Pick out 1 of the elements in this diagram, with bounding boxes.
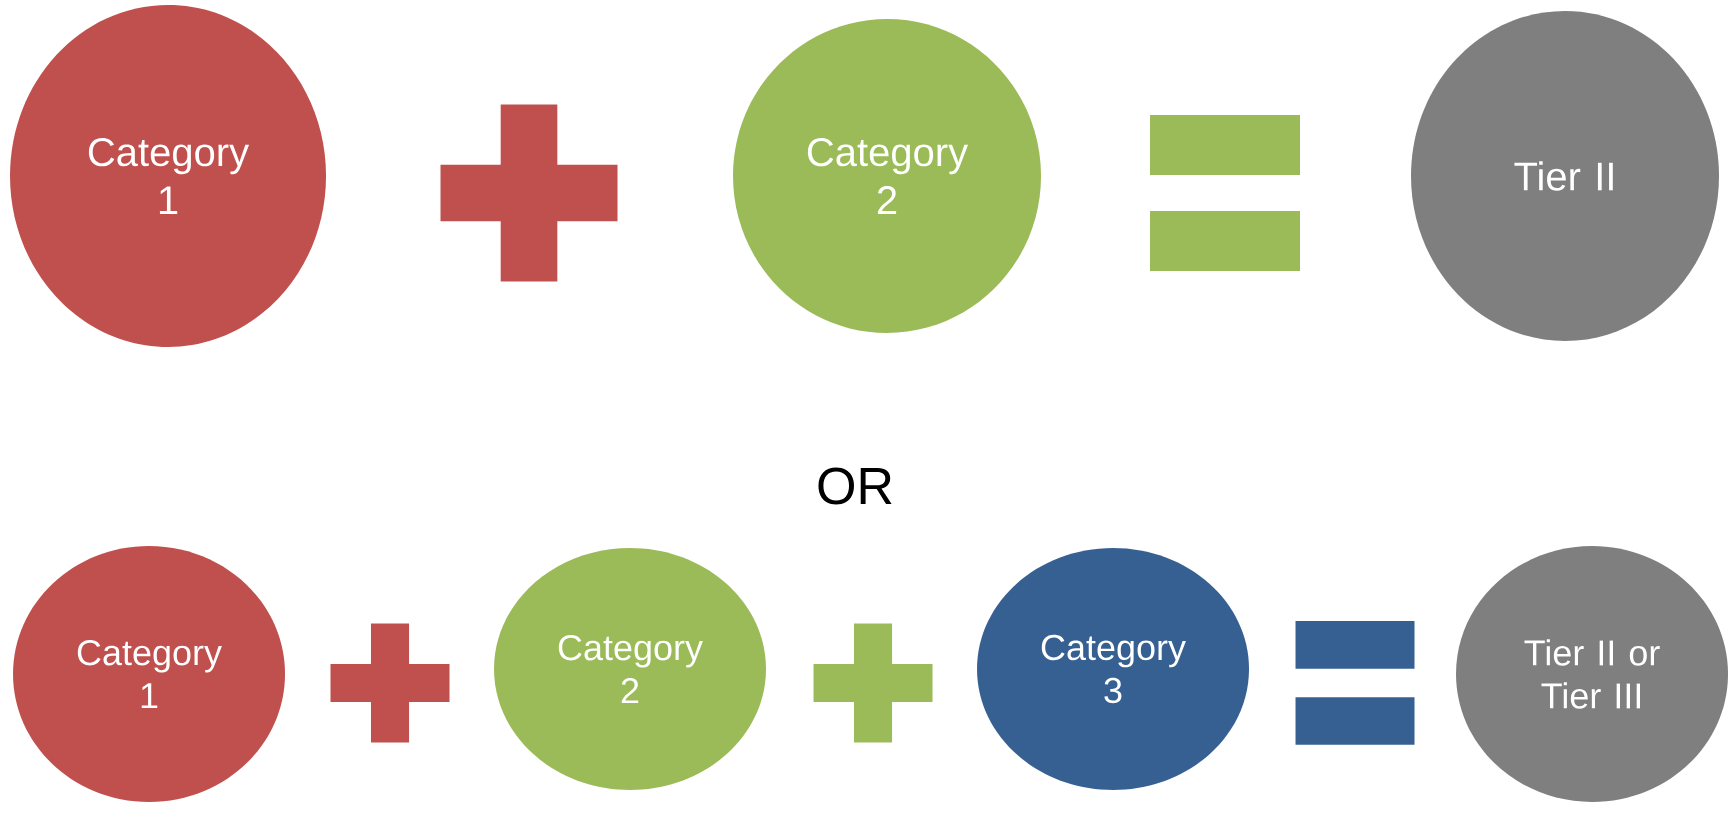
or-label: OR	[818, 467, 892, 505]
